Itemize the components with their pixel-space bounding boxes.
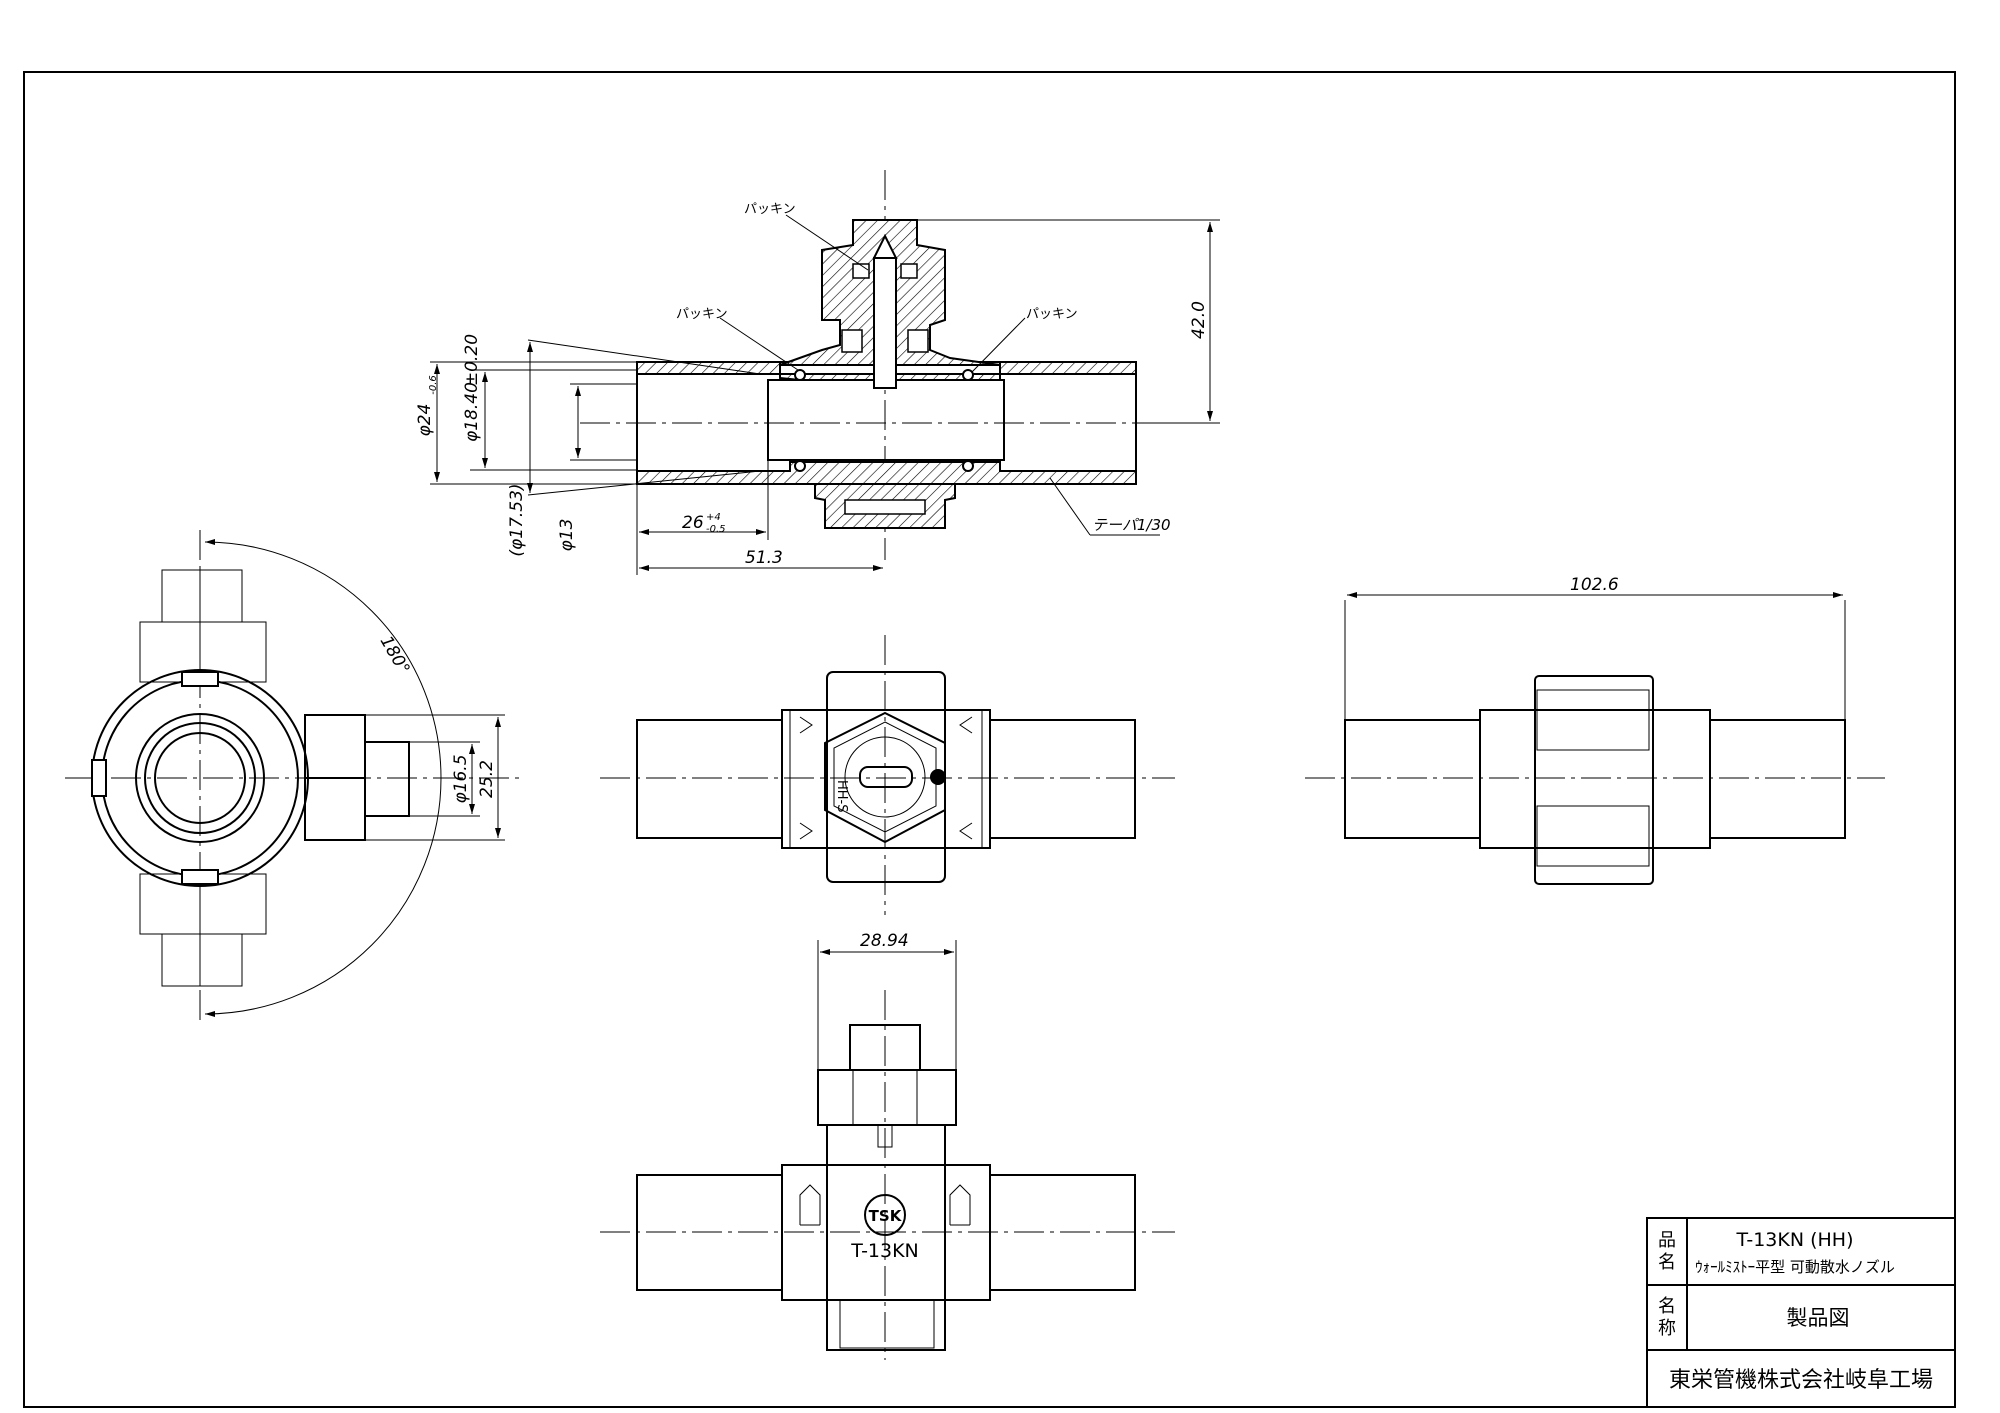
drawing-title: 製品図 (1787, 1306, 1850, 1330)
title-block: 品 名 T-13KN (HH) ｳｫｰﾙﾐｽﾄｰ平型 可動散水ノズル 名 称 製… (1646, 1217, 1956, 1408)
body-model: T-13KN (850, 1240, 919, 1262)
dim-26: 26 (682, 513, 704, 533)
dim-17: (φ17.53) (507, 483, 527, 556)
drawing-text: ±0.20 (462, 334, 482, 386)
label-taper: テーパ1/30 (1092, 516, 1171, 534)
label-packing-right: パッキン (1026, 307, 1078, 322)
dim-42: 42.0 (1189, 301, 1209, 339)
drawing-text: 称 (1658, 1318, 1676, 1339)
tsk-logo (864, 1194, 906, 1236)
part-description: ｳｫｰﾙﾐｽﾄｰ平型 可動散水ノズル (1695, 1258, 1895, 1276)
dim-25: 25.2 (477, 760, 497, 798)
dim-51: 51.3 (745, 548, 783, 568)
slot-handle (859, 766, 913, 788)
hex-nut (824, 711, 946, 844)
drawing-text: HH-S (834, 780, 849, 813)
section-view: パッキン パッキン パッキン テーパ1/30 42.0 φ24 -0.6 φ18… (415, 170, 1220, 575)
inner-bore (767, 379, 1005, 461)
angle-arc (204, 539, 442, 1017)
drawing-text: -0.6 (428, 375, 439, 395)
sheet-border (23, 71, 1956, 1408)
company-name: 東栄管機株式会社岐阜工場 (1669, 1368, 1933, 1393)
dim-24: φ24 (415, 404, 435, 437)
side-view-right: 102.6 (1305, 575, 1885, 885)
dim-13: φ13 (557, 519, 577, 552)
dim-28: 28.94 (860, 931, 909, 951)
end-view-left: 180° φ16.5 25.2 (65, 530, 520, 1020)
drawing-text: 名 (1658, 1252, 1676, 1273)
part-number: T-13KN (HH) (1735, 1229, 1853, 1251)
tsk-mark: TSK (869, 1207, 903, 1225)
drawing-text: 名 (1658, 1296, 1676, 1317)
top-view-bottom: TSK T-13KN 28.94 (600, 931, 1175, 1360)
drawing-text: -0.5 (706, 524, 726, 535)
label-packing-top: パッキン (744, 202, 796, 217)
pipe-wall-bottom (636, 461, 1137, 485)
leader-packing-top (785, 214, 869, 271)
angle-180: 180° (376, 633, 414, 678)
dim-16: φ16.5 (451, 754, 471, 803)
dim-102: 102.6 (1570, 575, 1619, 595)
dim-18: φ18.40 (462, 382, 482, 442)
label-packing-left: パッキン (676, 307, 728, 322)
stem (873, 257, 897, 389)
drawing-text: 品 (1658, 1230, 1676, 1251)
drawing-text: +4 (706, 512, 721, 523)
front-view: HH-S (600, 635, 1175, 915)
